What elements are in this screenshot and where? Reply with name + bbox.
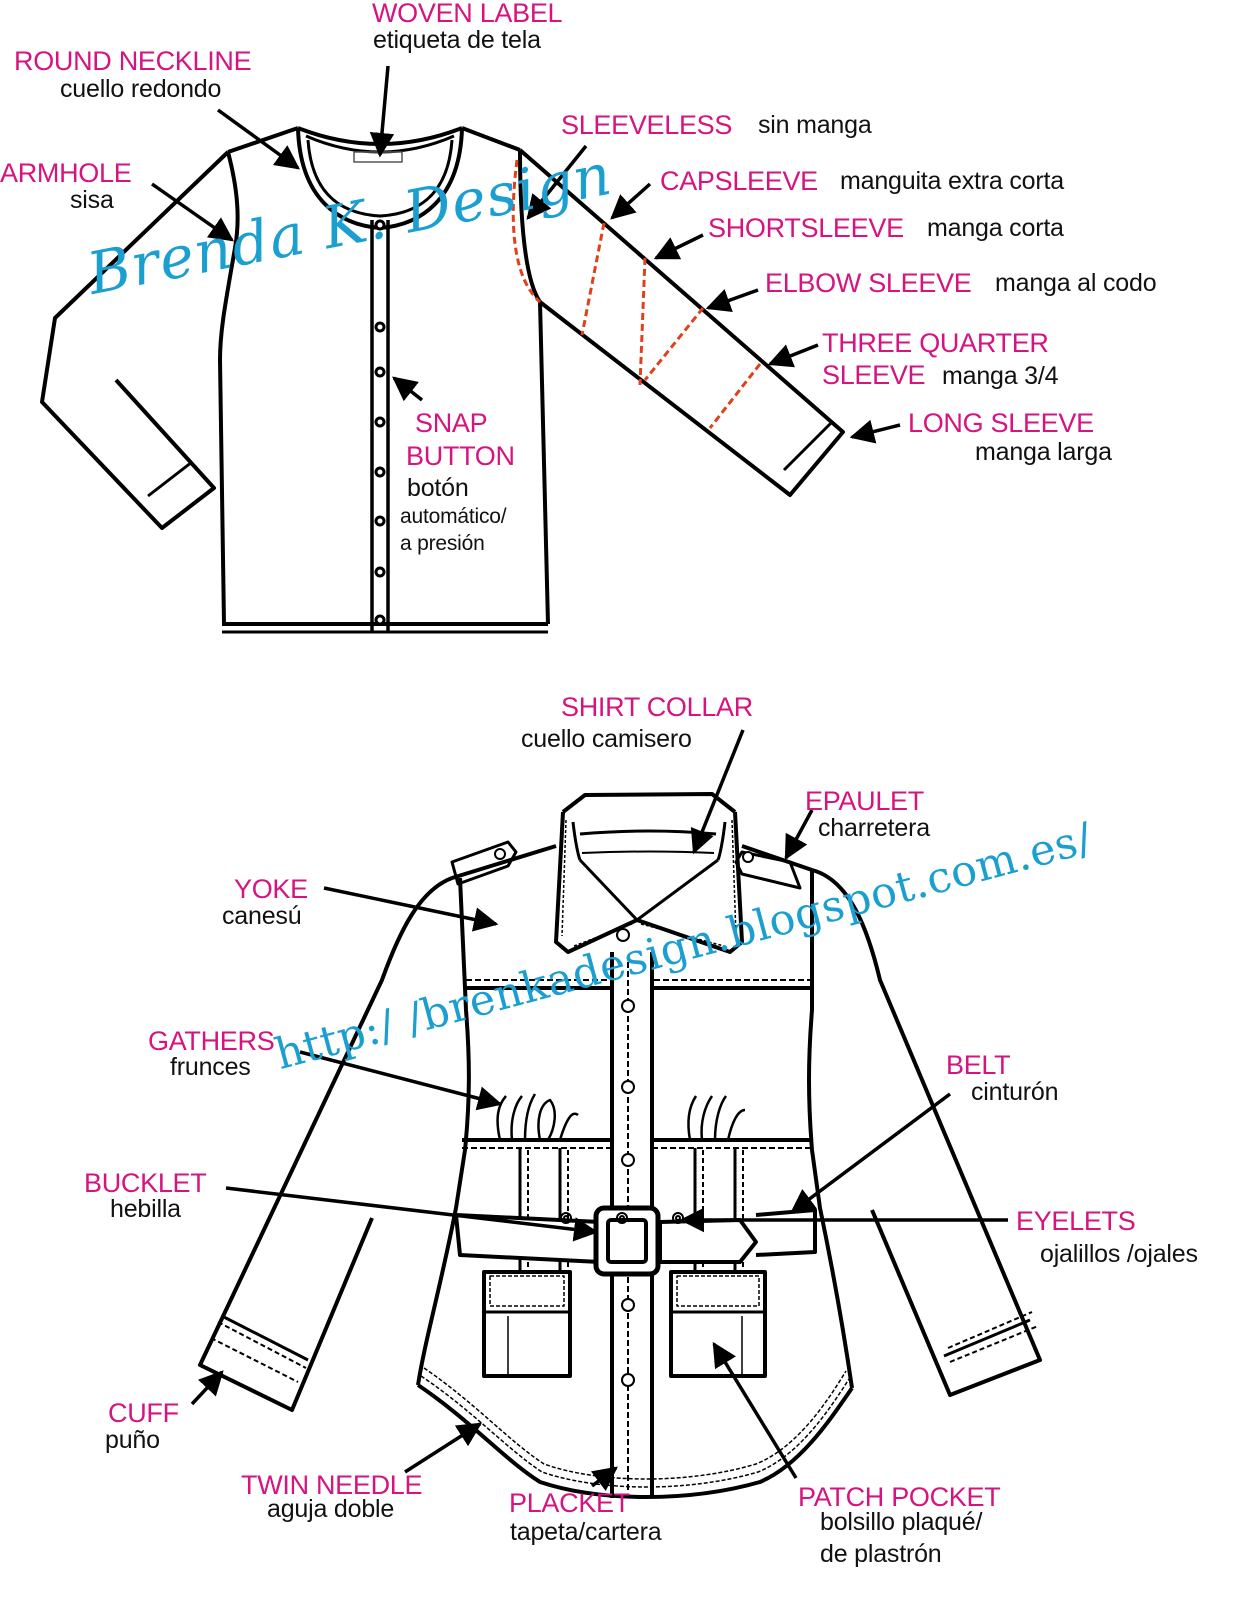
label-shortsleeve-en: SHORTSLEEVE [708, 213, 904, 243]
label-sleeveless-es: sin manga [758, 111, 872, 139]
label-eyelets-es: ojalillos /ojales [1040, 1240, 1198, 1268]
belt-eyelets [560, 1212, 684, 1224]
label-elbow-sleeve-en: ELBOW SLEEVE [765, 268, 972, 298]
bottom-pointer-arrows [190, 729, 1008, 1492]
label-yoke-en: YOKE [234, 874, 308, 904]
sleeve-length-marks [511, 159, 762, 429]
label-armhole-en: ARMHOLE [0, 158, 132, 188]
label-capsleeve-es: manguita extra corta [840, 167, 1064, 195]
label-snap-button-es-1: botón [407, 474, 469, 502]
label-patch-pocket-en: PATCH POCKET [798, 1482, 1001, 1512]
snap-buttons [374, 219, 386, 626]
label-eyelets-en: EYELETS [1016, 1206, 1136, 1236]
label-round-neckline-es: cuello redondo [60, 75, 222, 103]
label-bucklet-en: BUCKLET [84, 1168, 207, 1198]
label-yoke-es: canesú [222, 902, 302, 930]
label-three-quarter-sleeve-es: manga 3/4 [942, 362, 1059, 390]
label-gathers-en: GATHERS [148, 1026, 275, 1056]
label-belt-en: BELT [946, 1050, 1011, 1080]
label-placket-en: PLACKET [509, 1488, 630, 1518]
label-long-sleeve-en: LONG SLEEVE [908, 408, 1094, 438]
label-shirt-collar-es: cuello camisero [521, 725, 692, 753]
label-round-neckline-en: ROUND NECKLINE [14, 46, 252, 76]
label-elbow-sleeve-es: manga al codo [995, 269, 1157, 297]
label-gathers-es: frunces [170, 1053, 251, 1081]
top-pointer-arrows [150, 65, 901, 444]
label-cuff-es: puño [105, 1426, 160, 1454]
label-snap-button-es-2: automático/ [400, 505, 507, 528]
label-shortsleeve-es: manga corta [927, 214, 1064, 242]
label-bucklet-es: hebilla [110, 1195, 181, 1223]
label-snap-button-en-1: SNAP [415, 408, 488, 438]
label-epaulet-en: EPAULET [805, 786, 924, 816]
label-snap-button-en-2: BUTTON [406, 441, 515, 471]
label-three-quarter-sleeve-en-1: THREE QUARTER [822, 328, 1049, 358]
label-patch-pocket-es-1: bolsillo plaqué/ [820, 1508, 983, 1536]
label-snap-button-es-3: a presión [400, 532, 485, 555]
label-patch-pocket-es-2: de plastrón [820, 1540, 942, 1568]
label-armhole-es: sisa [70, 186, 114, 214]
label-twin-needle-en: TWIN NEEDLE [241, 1470, 423, 1500]
label-capsleeve-en: CAPSLEEVE [660, 166, 818, 196]
label-sleeveless-en: SLEEVELESS [561, 110, 733, 140]
label-woven-label-es: etiqueta de tela [373, 26, 541, 54]
shirt-buttons [494, 848, 754, 1387]
label-cuff-en: CUFF [108, 1398, 179, 1428]
cardigan-sketch [40, 126, 845, 634]
label-placket-es: tapeta/cartera [510, 1518, 662, 1546]
label-twin-needle-es: aguja doble [267, 1495, 395, 1523]
label-belt-es: cinturón [971, 1078, 1059, 1106]
label-three-quarter-sleeve-en-2: SLEEVE [822, 360, 926, 390]
label-shirt-collar-en: SHIRT COLLAR [561, 692, 753, 722]
label-epaulet-es: charretera [818, 814, 930, 842]
label-woven-label-en: WOVEN LABEL [372, 0, 563, 28]
label-long-sleeve-es: manga larga [975, 438, 1112, 466]
